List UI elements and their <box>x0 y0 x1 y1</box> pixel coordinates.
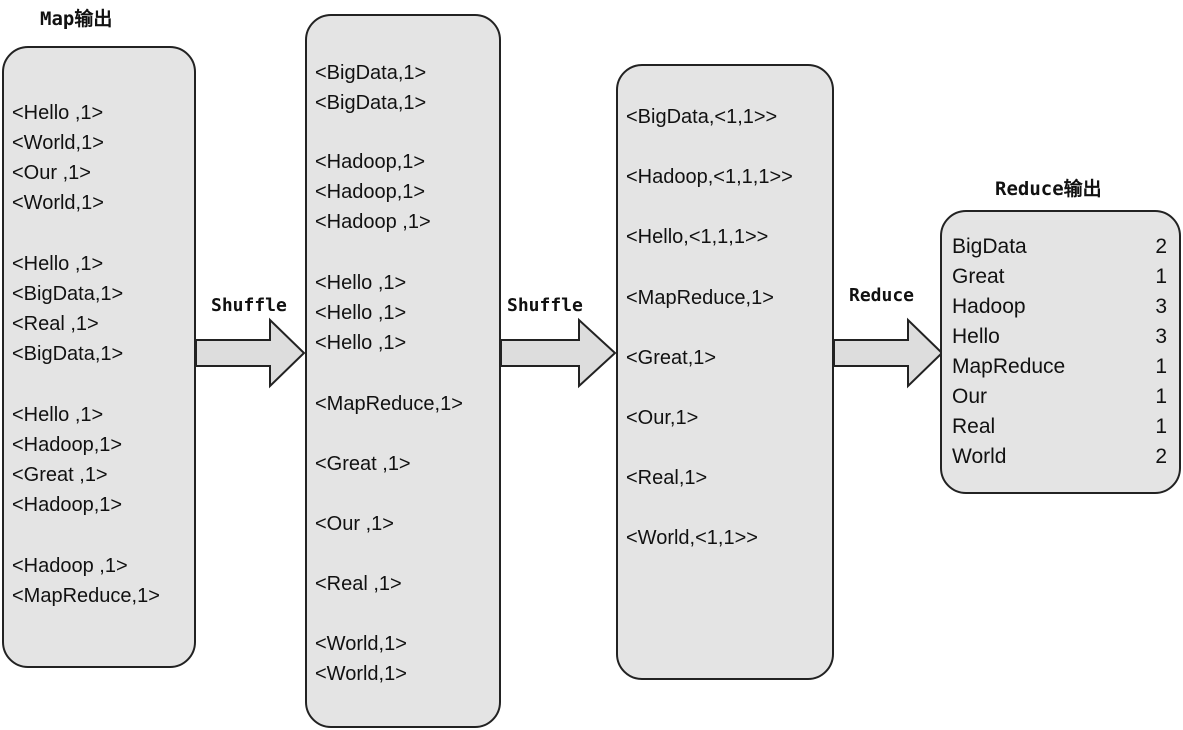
map-output-box: <Hello ,1> <World,1> <Our ,1> <World,1> … <box>2 46 196 668</box>
map-pair: <BigData,1> <box>12 343 124 365</box>
map-pair: <Our ,1> <box>12 162 91 184</box>
result-count: 1 <box>1155 385 1167 408</box>
result-row: Hadoop 3 <box>952 296 1167 318</box>
result-count: 1 <box>1155 355 1167 378</box>
grouped-pair: <Hadoop,<1,1,1>> <box>626 166 793 188</box>
shuffle-label-2: Shuffle <box>507 295 583 316</box>
result-word: Hello <box>952 325 1000 348</box>
shuffle-pair: <Hadoop,1> <box>315 181 426 203</box>
map-pair: <Hadoop ,1> <box>12 555 128 577</box>
map-pair: <BigData,1> <box>12 283 124 305</box>
reduce-output-title: Reduce输出 <box>995 178 1102 200</box>
result-word: Hadoop <box>952 295 1026 318</box>
result-word: MapReduce <box>952 355 1066 378</box>
shuffle-pair: <Real ,1> <box>315 573 402 595</box>
result-count: 2 <box>1155 235 1167 258</box>
shuffle-label-1: Shuffle <box>211 295 287 316</box>
result-count: 3 <box>1155 325 1167 348</box>
shuffle-pair: <Hello ,1> <box>315 272 407 294</box>
shuffle-pair: <MapReduce,1> <box>315 393 463 415</box>
shuffle-pair: <Hello ,1> <box>315 332 407 354</box>
map-pair: <Hello ,1> <box>12 253 104 275</box>
reduce-label: Reduce <box>849 285 915 306</box>
map-pair: <MapReduce,1> <box>12 585 160 607</box>
shuffle-pair: <World,1> <box>315 663 407 685</box>
map-output-title: Map输出 <box>40 8 113 30</box>
shuffle-pair: <BigData,1> <box>315 92 427 114</box>
result-row: Great 1 <box>952 266 1167 288</box>
grouped-pair: <Our,1> <box>626 407 699 429</box>
map-pair: <Hadoop,1> <box>12 494 123 516</box>
grouped-pair: <Real,1> <box>626 467 708 489</box>
result-count: 3 <box>1155 295 1167 318</box>
shuffle-output-box: <BigData,1> <BigData,1> <Hadoop,1> <Hado… <box>305 14 501 728</box>
shuffle-arrow-1-icon <box>195 317 306 389</box>
grouped-pair: <Hello,<1,1,1>> <box>626 226 769 248</box>
result-count: 2 <box>1155 445 1167 468</box>
map-pair: <Real ,1> <box>12 313 99 335</box>
grouped-values-box: <BigData,<1,1>> <Hadoop,<1,1,1>> <Hello,… <box>616 64 834 680</box>
result-row: Hello 3 <box>952 326 1167 348</box>
grouped-pair: <Great,1> <box>626 347 717 369</box>
shuffle-pair: <Great ,1> <box>315 453 411 475</box>
result-count: 1 <box>1155 415 1167 438</box>
shuffle-pair: <Hadoop,1> <box>315 151 426 173</box>
result-word: Real <box>952 415 996 438</box>
result-row: BigData 2 <box>952 236 1167 258</box>
result-count: 1 <box>1155 265 1167 288</box>
result-word: Great <box>952 265 1005 288</box>
shuffle-pair: <World,1> <box>315 633 407 655</box>
shuffle-pair: <BigData,1> <box>315 62 427 84</box>
grouped-pair: <MapReduce,1> <box>626 287 774 309</box>
reduce-output-box: BigData 2 Great 1 Hadoop 3 Hello 3 MapRe… <box>940 210 1181 494</box>
shuffle-pair: <Hadoop ,1> <box>315 211 431 233</box>
reduce-arrow-icon <box>833 317 944 389</box>
shuffle-pair: <Our ,1> <box>315 513 394 535</box>
map-pair: <World,1> <box>12 192 104 214</box>
grouped-pair: <World,<1,1>> <box>626 527 758 549</box>
result-row: MapReduce 1 <box>952 356 1167 378</box>
result-row: Our 1 <box>952 386 1167 408</box>
map-pair: <World,1> <box>12 132 104 154</box>
shuffle-pair: <Hello ,1> <box>315 302 407 324</box>
result-row: World 2 <box>952 446 1167 468</box>
result-word: World <box>952 445 1007 468</box>
result-word: BigData <box>952 235 1027 258</box>
shuffle-arrow-2-icon <box>500 317 617 389</box>
grouped-pair: <BigData,<1,1>> <box>626 106 778 128</box>
map-pair: <Hadoop,1> <box>12 434 123 456</box>
result-word: Our <box>952 385 988 408</box>
map-pair: <Great ,1> <box>12 464 108 486</box>
map-pair: <Hello ,1> <box>12 102 104 124</box>
result-row: Real 1 <box>952 416 1167 438</box>
map-pair: <Hello ,1> <box>12 404 104 426</box>
